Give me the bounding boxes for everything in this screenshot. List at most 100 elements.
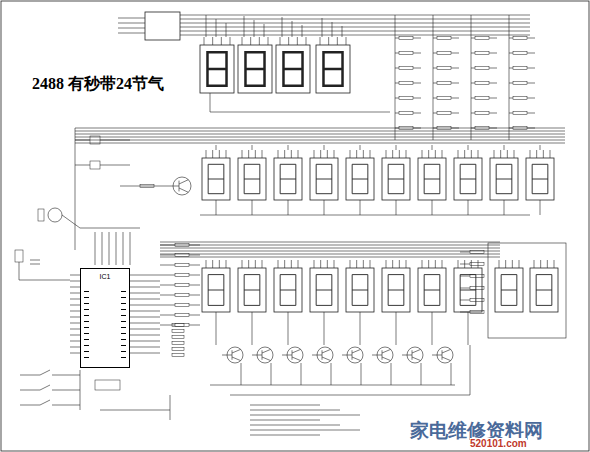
wire: [130, 341, 160, 342]
wire: [478, 150, 479, 158]
wire: [130, 287, 160, 288]
wire: [489, 68, 497, 69]
wire: [356, 260, 357, 268]
wire: [219, 150, 220, 158]
wire: [284, 260, 285, 268]
wire: [509, 98, 513, 99]
wire: [512, 260, 513, 268]
wire: [298, 260, 299, 268]
wire: [314, 150, 315, 158]
outline: [526, 158, 554, 200]
wire: [20, 390, 40, 391]
wire: [216, 200, 217, 215]
wire: [118, 18, 145, 19]
wire: [130, 311, 160, 312]
watermark: 520101.com: [470, 438, 527, 449]
wire: [75, 143, 565, 144]
wire: [264, 24, 265, 37]
wire: [392, 150, 393, 158]
wire: [413, 38, 421, 39]
wire: [433, 53, 437, 54]
wire: [406, 260, 407, 268]
outline: [175, 304, 189, 307]
wire: [331, 363, 332, 385]
outline: [475, 112, 489, 115]
wire: [70, 347, 80, 348]
wire: [130, 305, 160, 306]
outline: [172, 336, 184, 339]
wire: [395, 113, 399, 114]
wire: [464, 150, 465, 158]
wire: [288, 37, 289, 45]
seven-segment: [501, 275, 517, 306]
outline: [382, 268, 410, 312]
wire: [75, 140, 90, 141]
wire: [451, 38, 459, 39]
wire: [314, 260, 315, 268]
wire: [189, 325, 200, 326]
wire: [509, 68, 513, 69]
outline: [475, 52, 489, 55]
wire: [346, 37, 347, 45]
seven-segment: [316, 164, 332, 193]
seven-segment: [207, 52, 226, 86]
wire: [334, 260, 335, 268]
wire: [334, 150, 335, 158]
wire: [248, 260, 249, 268]
seven-segment: [388, 275, 404, 306]
outline: [238, 45, 272, 93]
wire: [259, 37, 260, 45]
outline: [175, 324, 189, 327]
wire: [435, 260, 436, 268]
wire: [204, 37, 205, 45]
wire: [328, 37, 329, 45]
wire: [395, 53, 399, 54]
wire: [332, 22, 333, 37]
wire: [433, 15, 434, 140]
wire: [70, 329, 80, 330]
seven-segment: [424, 164, 440, 193]
wire: [130, 353, 160, 354]
wire: [206, 150, 207, 158]
wire: [242, 260, 243, 268]
outline: [399, 37, 413, 40]
outline: [310, 158, 338, 200]
wire: [432, 355, 442, 356]
wire: [221, 37, 222, 45]
seven-segment: [424, 275, 440, 306]
wire: [527, 113, 535, 114]
wire: [527, 38, 535, 39]
chip-label: IC1: [81, 269, 129, 280]
wire: [242, 37, 243, 45]
outline: [202, 158, 230, 200]
wire: [471, 38, 475, 39]
wire: [458, 260, 459, 268]
wire: [471, 113, 475, 114]
wire: [180, 23, 530, 24]
wire: [433, 38, 437, 39]
wire: [130, 281, 160, 282]
wire: [291, 150, 292, 158]
wire: [282, 17, 283, 37]
wire: [396, 200, 397, 215]
wire: [250, 410, 340, 411]
outline: [495, 268, 523, 312]
wire: [40, 370, 50, 375]
wire: [232, 357, 241, 361]
wire: [324, 145, 325, 150]
outline: [175, 314, 189, 317]
wire: [360, 112, 390, 113]
wire: [160, 255, 175, 256]
wire: [361, 363, 362, 385]
wire: [509, 113, 513, 114]
outline: [172, 324, 184, 327]
wire: [130, 329, 160, 330]
wire: [352, 349, 361, 353]
outline: [513, 67, 527, 70]
outline: [470, 263, 484, 266]
wire: [70, 305, 80, 306]
wire: [189, 255, 200, 256]
outline: [475, 67, 489, 70]
wire: [422, 260, 423, 268]
outline: [200, 45, 234, 93]
